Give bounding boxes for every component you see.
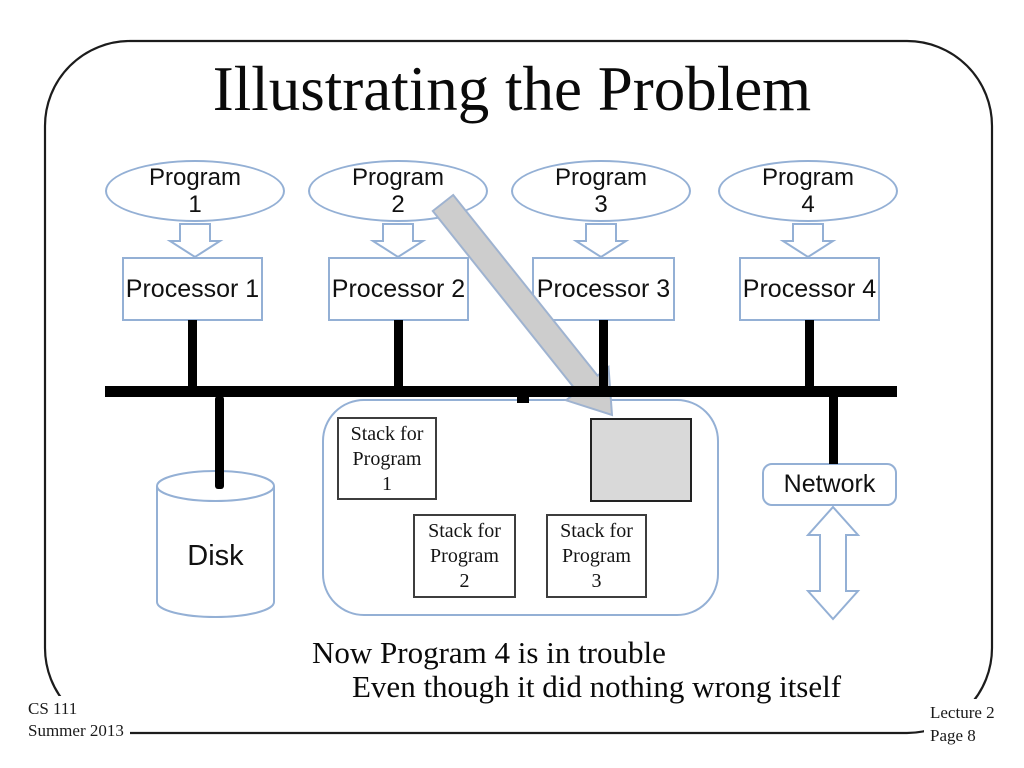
connector-disk: [215, 396, 224, 489]
processor-box-3: Processor 3: [532, 257, 675, 321]
program-oval-4: Program 4: [718, 160, 898, 222]
footer-term: Summer 2013: [28, 721, 124, 740]
program-label: Program: [761, 164, 855, 191]
down-arrow-icon: [166, 223, 224, 259]
program-label: Program: [554, 164, 648, 191]
down-arrow-icon: [572, 223, 630, 259]
footer-lecture: Lecture 2: [930, 703, 995, 722]
network-box: Network: [762, 463, 897, 506]
stack-text: 1: [382, 473, 392, 495]
footer-course: CS 111: [28, 699, 78, 718]
stack-box-3: Stack for Program 3: [546, 514, 647, 598]
stack-text: Stack for: [560, 520, 633, 542]
processor-label: Processor 1: [125, 274, 260, 303]
footer-right: Lecture 2 Page 8: [924, 699, 1001, 749]
stack-text: Stack for: [350, 423, 424, 445]
connector-processor-3: [599, 320, 608, 387]
stack-text: 3: [591, 570, 602, 592]
connector-processor-1: [188, 320, 197, 387]
slide-title: Illustrating the Problem: [212, 54, 812, 124]
stack-text: Program: [562, 545, 631, 567]
processor-label: Processor 2: [331, 274, 466, 303]
caption-line-1: Now Program 4 is in trouble: [312, 635, 666, 670]
stack-box-2: Stack for Program 2: [413, 514, 516, 598]
processor-label: Processor 3: [536, 274, 671, 303]
program-number: 3: [594, 191, 608, 218]
connector-processor-4: [805, 320, 814, 387]
program-label: Program: [351, 164, 445, 191]
processor-box-2: Processor 2: [328, 257, 469, 321]
slide-border: [43, 39, 994, 735]
program-number: 4: [801, 191, 815, 218]
stack-text: Stack for: [428, 520, 501, 542]
connector-network: [829, 396, 838, 464]
network-label: Network: [783, 470, 876, 498]
program-label: Program: [148, 164, 242, 191]
processor-box-1: Processor 1: [122, 257, 263, 321]
network-double-arrow-icon: [805, 505, 861, 621]
program-oval-3: Program 3: [511, 160, 691, 222]
down-arrow-icon: [369, 223, 427, 259]
corrupted-memory-square: [590, 418, 692, 502]
bus-line: [105, 386, 897, 397]
footer-left: CS 111 Summer 2013: [22, 696, 130, 744]
stack-box-1: Stack for Program 1: [337, 417, 437, 500]
program-number: 2: [391, 191, 405, 218]
stack-text: 2: [459, 570, 470, 592]
processor-box-4: Processor 4: [739, 257, 880, 321]
program-oval-2: Program 2: [308, 160, 488, 222]
down-arrow-icon: [779, 223, 837, 259]
disk-label: Disk: [187, 540, 244, 572]
program-number: 1: [188, 191, 202, 218]
connector-processor-2: [394, 320, 403, 387]
program-oval-1: Program 1: [105, 160, 285, 222]
disk-cylinder-top: [156, 470, 275, 502]
caption-line-2: Even though it did nothing wrong itself: [352, 669, 842, 704]
footer-page: Page 8: [930, 726, 976, 745]
stack-text: Program: [430, 545, 499, 567]
processor-label: Processor 4: [742, 274, 877, 303]
stack-text: Program: [352, 448, 422, 470]
